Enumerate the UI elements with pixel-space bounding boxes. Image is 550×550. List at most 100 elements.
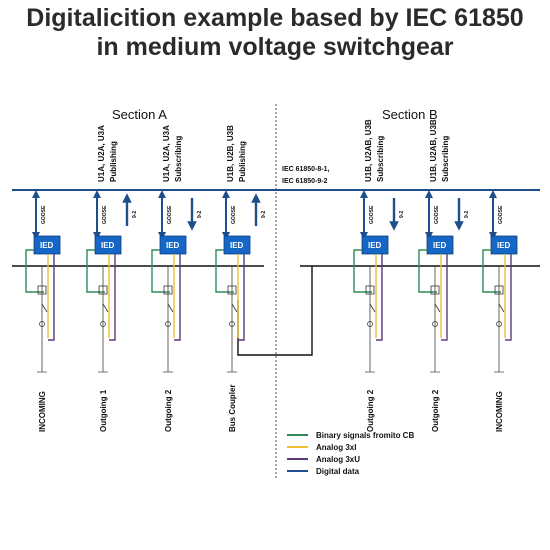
circuit-breaker-icon <box>494 285 504 295</box>
sv-label: 9-2 <box>132 211 138 218</box>
goose-label: GOOSE <box>434 205 440 224</box>
current-transformer-icon <box>229 321 235 327</box>
current-transformer-icon <box>367 321 373 327</box>
analog-voltage-line <box>238 254 245 341</box>
disconnector-icon <box>498 303 505 313</box>
ied-block <box>223 235 251 255</box>
ied-block <box>159 235 187 255</box>
sv-label: 9-2 <box>464 211 470 218</box>
standard-label-line-2: IEC 61850-9-2 <box>282 178 328 185</box>
bay-top-label: U1B, U2B, U3B <box>226 125 235 182</box>
ied-label: IED <box>433 241 447 250</box>
bay-top-sub: Subscribing <box>174 136 183 182</box>
current-transformer-icon <box>496 321 502 327</box>
binary-signal-line <box>418 249 437 293</box>
sv-label: 9-2 <box>197 211 203 218</box>
disconnector-icon <box>369 303 376 313</box>
section-b-label: Section B <box>382 107 438 122</box>
binary-signal-line <box>151 249 170 293</box>
circuit-breaker-icon <box>37 285 47 295</box>
bay-bottom-label: Outgoing 2 <box>366 389 375 432</box>
title-line-1: Digitalicition example based by IEC 6185… <box>26 4 524 32</box>
bay-top-sub: Publishing <box>238 141 247 182</box>
goose-label: GOOSE <box>498 205 504 224</box>
disconnector-icon <box>41 303 48 313</box>
current-transformer-icon <box>432 321 438 327</box>
legend: Binary signals fromito CB Analog 3xI Ana… <box>287 431 414 476</box>
sv-label: 9-2 <box>399 211 405 218</box>
page-title: Digitalicition example based by IEC 6185… <box>0 4 550 62</box>
binary-signal-line <box>353 249 372 293</box>
standard-label-line-1: IEC 61850-8-1, <box>282 166 330 173</box>
ied-block <box>33 235 61 255</box>
bay-top-sub: Publishing <box>109 141 118 182</box>
analog-voltage-line <box>441 254 448 341</box>
ied-label: IED <box>497 241 511 250</box>
ied-block <box>490 235 518 255</box>
current-transformer-icon <box>165 321 171 327</box>
bay-top-sub: Subscribing <box>376 136 385 182</box>
legend-label-analog-i: Analog 3xI <box>316 443 356 452</box>
binary-signal-line <box>86 249 105 293</box>
goose-label: GOOSE <box>167 205 173 224</box>
bay-bottom-label: Outgoing 1 <box>99 389 108 432</box>
circuit-breaker-icon <box>430 285 440 295</box>
circuit-breaker-icon <box>98 285 108 295</box>
goose-label: GOOSE <box>41 205 47 224</box>
bay-top-sub: Subscribing <box>441 136 450 182</box>
bus-coupler-link <box>237 266 313 356</box>
bay-7: GOOSE IED INCOMING <box>482 190 518 432</box>
analog-voltage-line <box>109 254 116 341</box>
disconnector-icon <box>167 303 174 313</box>
ied-label: IED <box>40 241 54 250</box>
disconnector-icon <box>102 303 109 313</box>
ied-block <box>94 235 122 255</box>
bay-bottom-label: Outgoing 2 <box>164 389 173 432</box>
bay-top-label: U1B, U2AB, U3B <box>364 119 373 182</box>
binary-signal-line <box>25 249 44 293</box>
analog-voltage-line <box>48 254 55 341</box>
bay-bottom-label: INCOMING <box>495 391 504 432</box>
bay-top-label: U1B, U2AB, U3B <box>429 119 438 182</box>
bay-top-label: U1A, U2A, U3A <box>162 125 171 182</box>
bay-bottom-label: Outgoing 2 <box>431 389 440 432</box>
title-line-2: in medium voltage switchgear <box>96 33 454 61</box>
circuit-breaker-icon <box>163 285 173 295</box>
ied-block <box>361 235 389 255</box>
ied-block <box>426 235 454 255</box>
disconnector-icon <box>231 303 238 313</box>
circuit-breaker-icon <box>227 285 237 295</box>
bay-1: GOOSE IED INCOMING <box>25 190 61 432</box>
bay-bottom-label: Bus Coupler <box>228 384 237 432</box>
analog-voltage-line <box>505 254 512 341</box>
ied-label: IED <box>230 241 244 250</box>
analog-voltage-line <box>376 254 383 341</box>
bay-top-label: U1A, U2A, U3A <box>97 125 106 182</box>
current-transformer-icon <box>100 321 106 327</box>
goose-label: GOOSE <box>231 205 237 224</box>
current-transformer-icon <box>39 321 45 327</box>
goose-label: GOOSE <box>102 205 108 224</box>
ied-label: IED <box>166 241 180 250</box>
analog-voltage-line <box>174 254 181 341</box>
ied-label: IED <box>101 241 115 250</box>
legend-label-analog-u: Analog 3xU <box>316 455 360 464</box>
goose-label: GOOSE <box>369 205 375 224</box>
legend-label-digital: Digital data <box>316 467 360 476</box>
disconnector-icon <box>434 303 441 313</box>
circuit-breaker-icon <box>365 285 375 295</box>
binary-signal-line <box>482 249 501 293</box>
legend-label-binary: Binary signals fromito CB <box>316 431 414 440</box>
ied-label: IED <box>368 241 382 250</box>
section-a-label: Section A <box>112 107 167 122</box>
sv-label: 9-2 <box>261 211 267 218</box>
binary-signal-line <box>215 249 234 293</box>
bay-bottom-label: INCOMING <box>38 391 47 432</box>
